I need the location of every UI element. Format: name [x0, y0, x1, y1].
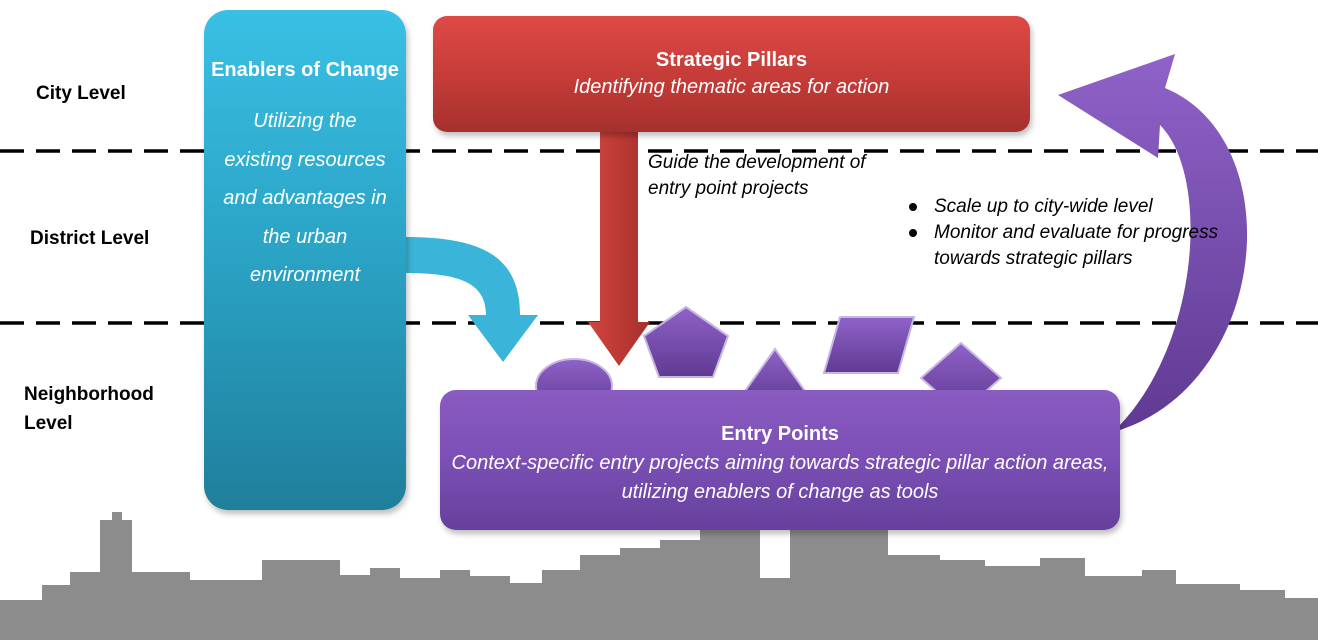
parallelogram-shape: [822, 316, 916, 374]
enablers-arrow: [405, 237, 538, 362]
strategic-pillars-box: Strategic Pillars Identifying thematic a…: [433, 16, 1030, 132]
bullet-item: Scale up to city-wide level: [906, 194, 1226, 220]
city-skyline: [0, 500, 1318, 640]
entry-points-description: Context-specific entry projects aiming t…: [451, 452, 1109, 503]
guide-label: Guide the development of entry point pro…: [648, 152, 866, 200]
bullet-dot-icon: [909, 203, 917, 211]
enablers-of-change-box: Enablers of Change Utilizing the existin…: [204, 10, 406, 510]
strategic-pillars-description: Identifying thematic areas for action: [573, 76, 890, 98]
bullet-item: Monitor and evaluate for progress toward…: [906, 220, 1226, 272]
feedback-bullet-list: Scale up to city-wide level Monitor and …: [906, 194, 1226, 273]
neighborhood-level-label: Neighborhood Level: [24, 384, 154, 435]
enablers-title: Enablers of Change: [211, 59, 399, 81]
pentagon-shape: [642, 305, 730, 378]
strategic-pillars-title: Strategic Pillars: [655, 49, 808, 71]
guide-arrow: [588, 132, 650, 366]
enablers-description: Utilizing the existing resources and adv…: [223, 110, 387, 286]
bullet-dot-icon: [909, 229, 917, 238]
entry-points-title: Entry Points: [721, 423, 839, 445]
entry-points-box: Entry Points Context-specific entry proj…: [440, 390, 1120, 530]
city-level-label: City Level: [36, 83, 126, 104]
feedback-arrow: [1058, 54, 1248, 430]
district-level-label: District Level: [30, 228, 150, 249]
